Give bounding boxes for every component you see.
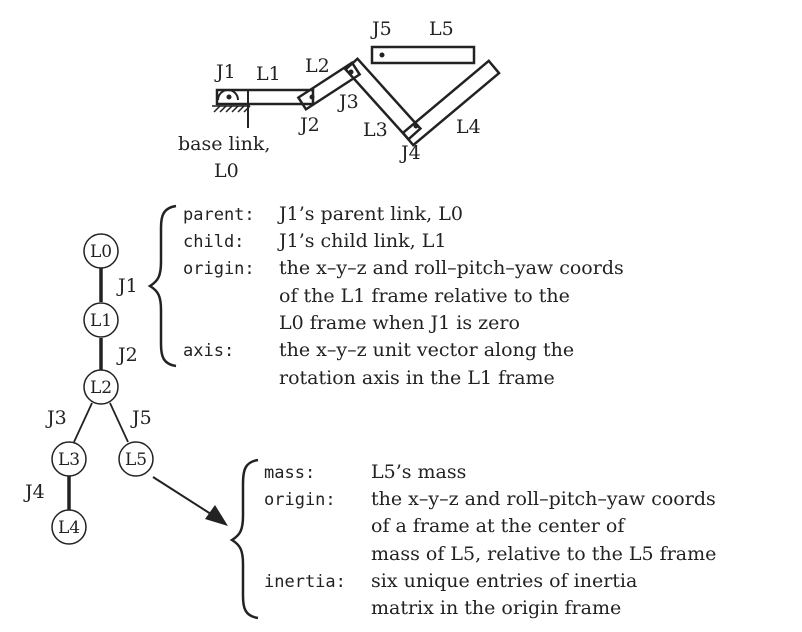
link-spec-val-origin-1: the x–y–z and roll–pitch–yaw coords	[371, 488, 716, 510]
joint-spec-key-child: child:	[183, 232, 244, 252]
j3-dot	[348, 69, 354, 75]
joint-spec-brace	[147, 204, 177, 368]
base-label-line2: L0	[214, 160, 239, 182]
joint-spec-val-origin-3: L0 frame when J1 is zero	[279, 312, 520, 334]
label-l3: L3	[363, 119, 388, 141]
kinematic-tree: L0 L1 L2 L3 L5 L4 J1 J2 J3 J5 J4	[23, 233, 154, 545]
joint-spec-val-origin-1: the x–y–z and roll–pitch–yaw coords	[279, 257, 624, 279]
j4-dot	[413, 123, 419, 129]
label-j4: J4	[399, 142, 421, 164]
label-j3: J3	[337, 91, 359, 113]
tree-node-l3: L3	[58, 450, 80, 470]
tree-edge-label-j1: J1	[116, 275, 138, 297]
link-spec-arrow	[152, 476, 228, 526]
tree-node-l2: L2	[90, 378, 112, 398]
label-l4: L4	[456, 116, 481, 138]
label-j1: J1	[214, 61, 236, 83]
label-l2: L2	[305, 55, 330, 77]
tree-node-l1-circle	[83, 302, 119, 338]
label-l1: L1	[256, 63, 281, 85]
mechanism-drawing	[212, 45, 501, 147]
tree-node-l4-circle	[51, 509, 87, 545]
j1-dot	[226, 94, 232, 100]
link-bar-l3	[343, 56, 423, 142]
link-spec-val-inertia-1: six unique entries of inertia	[371, 570, 637, 592]
link-bar-l5	[370, 45, 476, 65]
link-spec: mass: L5’s mass origin: the x–y–z and ro…	[264, 461, 716, 619]
link-spec-val-inertia-2: matrix in the origin frame	[371, 597, 621, 619]
ground-hatch	[212, 105, 251, 113]
tree-node-l0-circle	[83, 233, 119, 269]
label-l5: L5	[429, 18, 454, 40]
tree-edge-label-j4: J4	[23, 481, 45, 503]
joint-spec-key-axis: axis:	[183, 341, 234, 361]
tree-node-l1: L1	[90, 311, 112, 331]
tree-node-l5-circle	[118, 441, 154, 477]
link-spec-val-origin-2: of a frame at the center of	[371, 515, 626, 537]
tree-node-l3-circle	[51, 441, 87, 477]
tree-edge-label-j3: J3	[45, 407, 67, 429]
joint-spec-val-axis-2: rotation axis in the L1 frame	[279, 367, 555, 389]
tree-node-l2-circle	[83, 369, 119, 405]
tree-node-l4: L4	[58, 518, 80, 538]
link-spec-brace	[229, 458, 259, 620]
base-label-line1: base link,	[178, 133, 270, 155]
joint-spec-val-parent: J1’s parent link, L0	[277, 203, 463, 225]
joint-spec-key-parent: parent:	[183, 205, 255, 225]
link-spec-key-origin: origin:	[264, 490, 336, 510]
label-j2: J2	[298, 114, 320, 136]
link-spec-key-inertia: inertia:	[264, 572, 346, 592]
mechanism-labels: J1 L1 L2 J2 J3 L3 J4 L4 J5 L5 base link,…	[178, 18, 481, 182]
tree-edge-j5	[109, 402, 129, 443]
j5-dot	[379, 52, 385, 58]
joint-spec-val-origin-2: of the L1 frame relative to the	[279, 285, 570, 307]
tree-edge-j3	[73, 402, 93, 443]
link-bar-l4	[401, 59, 501, 147]
tree-edge-label-j2: J2	[116, 344, 138, 366]
joint-spec-val-child: J1’s child link, L1	[277, 230, 446, 252]
tree-edge-label-j5: J5	[130, 407, 152, 429]
link-spec-val-mass: L5’s mass	[371, 461, 466, 483]
tree-node-l0: L0	[90, 242, 112, 262]
joint-spec-key-origin: origin:	[183, 259, 255, 279]
link-bar-l2	[296, 60, 362, 112]
label-j5: J5	[370, 18, 392, 40]
link-spec-key-mass: mass:	[264, 463, 315, 483]
tree-node-l5: L5	[125, 450, 147, 470]
j2-dot	[309, 94, 315, 100]
joint-spec-val-axis-1: the x–y–z unit vector along the	[279, 339, 574, 361]
joint-spec: parent: J1’s parent link, L0 child: J1’s…	[183, 203, 624, 389]
link-spec-val-origin-3: mass of L5, relative to the L5 frame	[371, 543, 716, 565]
